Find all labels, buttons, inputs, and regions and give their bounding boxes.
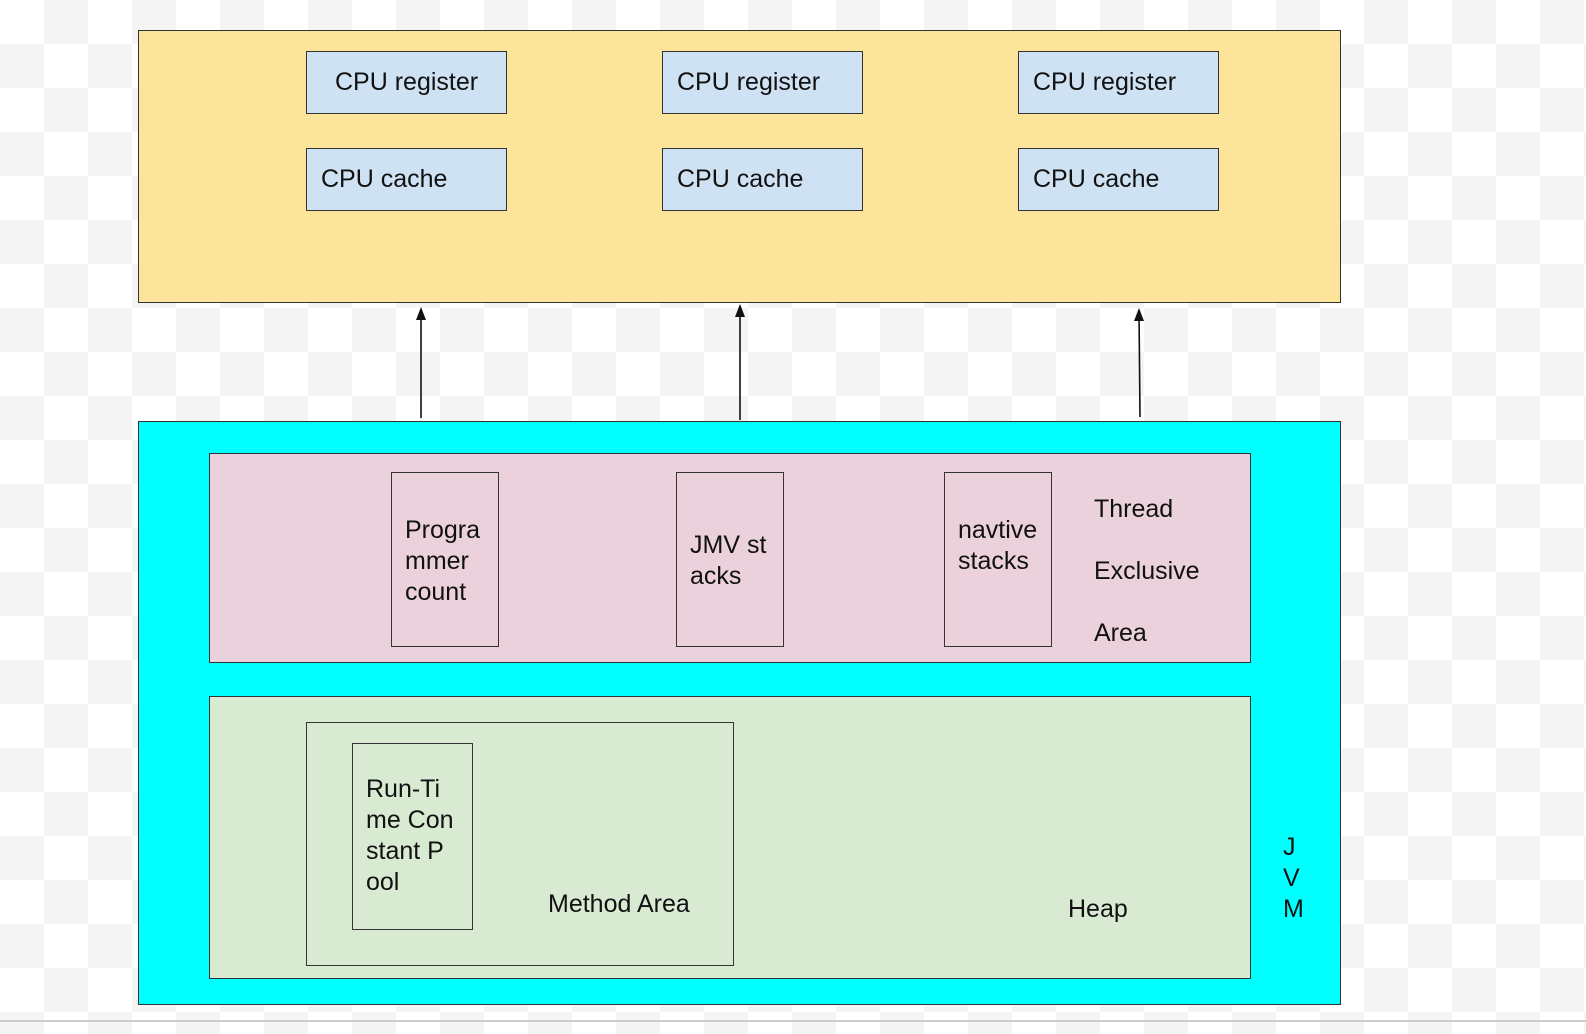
cpu-cache-3: CPU cache: [1018, 148, 1219, 211]
thread-exclusive-area: [209, 453, 1251, 663]
arrow-2-head: [735, 304, 745, 317]
jvm-stacks-box: JMV stacks: [676, 472, 784, 647]
programmer-count-box: Programmer count: [391, 472, 499, 647]
runtime-constant-pool-label: Run-Time Constant Pool: [366, 775, 454, 896]
thread-label-line-3: Area: [1094, 619, 1147, 647]
bottom-divider: [0, 1020, 1586, 1022]
cpu-register-3: CPU register: [1018, 51, 1219, 114]
thread-exclusive-label: Thread Exclusive Area: [1094, 478, 1200, 664]
method-area-label: Method Area: [548, 890, 690, 918]
method-area: [306, 722, 734, 966]
programmer-count-label: Programmer count: [405, 516, 481, 606]
native-stacks-label: navtive stacks: [958, 516, 1038, 575]
cpu-cache-2: CPU cache: [662, 148, 863, 211]
thread-label-line-2: Exclusive: [1094, 557, 1200, 585]
cpu-cache-1: CPU cache: [306, 148, 507, 211]
heap-label: Heap: [1068, 895, 1128, 923]
native-stacks-box: navtive stacks: [944, 472, 1052, 647]
runtime-constant-pool: Run-Time Constant Pool: [352, 743, 473, 930]
jvm-label: JVM: [1283, 833, 1304, 923]
thread-label-line-1: Thread: [1094, 495, 1174, 523]
arrow-3: [1138, 309, 1141, 418]
cpu-register-1: CPU register: [306, 51, 507, 114]
arrow-3-head: [1134, 308, 1144, 321]
jvm-stacks-label: JMV stacks: [690, 531, 767, 590]
arrow-1-head: [416, 307, 426, 320]
cpu-register-2: CPU register: [662, 51, 863, 114]
